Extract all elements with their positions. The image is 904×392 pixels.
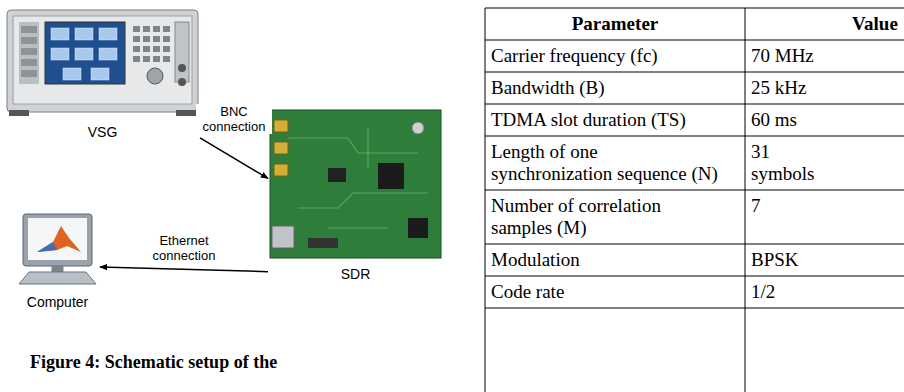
table-header: Parameter: [491, 13, 739, 35]
table-cell: Modulation: [491, 249, 723, 271]
connection-label: BNC connection: [196, 104, 272, 134]
table-cell: TDMA slot duration (TS): [491, 109, 723, 131]
table-cell: Number of correlation samples (M): [491, 195, 723, 239]
table-rule: [485, 244, 904, 245]
table-rule: [485, 40, 904, 41]
table-cell: 70 MHz: [751, 45, 831, 67]
table-rule: [485, 72, 904, 73]
table-cell: Carrier frequency (fc): [491, 45, 723, 67]
table-rule: [485, 308, 904, 309]
table-cell: 25 kHz: [751, 77, 831, 99]
device-illustration: [5, 6, 200, 118]
cable-arrow: [200, 138, 268, 178]
table-cell: 7: [751, 195, 831, 217]
table-rule: [485, 8, 486, 392]
board-node: SDR: [268, 108, 443, 284]
table-cell: 60 ms: [751, 109, 831, 131]
table-rule: [485, 190, 904, 191]
device-label: Computer: [15, 294, 100, 310]
table-rule: [745, 8, 746, 392]
device-label: VSG: [5, 124, 200, 140]
table-header: Value: [751, 13, 904, 35]
table-rule: [485, 8, 904, 9]
table-cell: 1/2: [751, 281, 831, 303]
computer-node: Computer: [15, 212, 100, 312]
table-cell: Code rate: [491, 281, 723, 303]
table-cell: Bandwidth (B): [491, 77, 723, 99]
cable-arrow: [100, 267, 268, 272]
table-rule: [485, 104, 904, 105]
table-cell: Length of one synchronization sequence (…: [491, 141, 723, 185]
device-illustration: [268, 108, 443, 260]
connection-label: Ethernet connection: [146, 233, 222, 263]
device-illustration: [15, 212, 100, 288]
table-rule: [485, 136, 904, 137]
table-rule: [485, 276, 904, 277]
device-label: SDR: [268, 266, 443, 282]
table-cell: BPSK: [751, 249, 831, 271]
instrument-node: VSG: [5, 6, 200, 142]
table-cell: 31 symbols: [751, 141, 831, 185]
figure-caption: Figure 4: Schematic setup of the: [30, 352, 277, 373]
